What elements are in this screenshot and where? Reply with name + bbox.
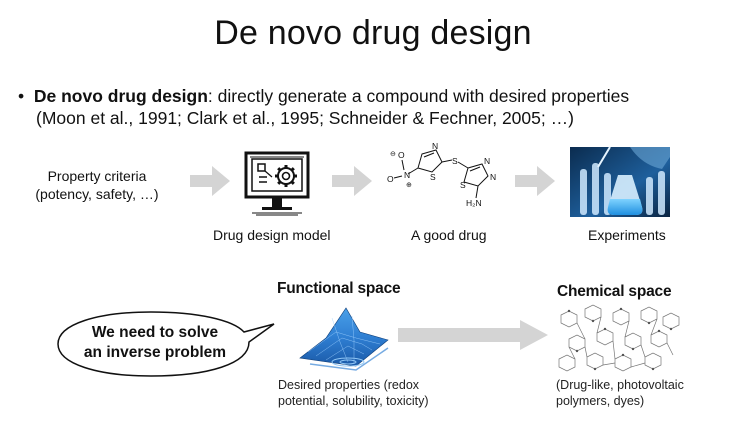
model-label: Drug design model xyxy=(213,227,331,243)
functional-note-line2: potential, solubility, toxicity) xyxy=(278,394,429,408)
bullet-line: • De novo drug design: directly generate… xyxy=(18,85,629,107)
arrow-right-icon xyxy=(398,320,548,350)
criteria-line1: Property criteria xyxy=(47,168,147,184)
atom-charge-plus: ⊕ xyxy=(406,182,412,189)
callout-text: We need to solve an inverse problem xyxy=(60,323,250,363)
computer-gear-icon xyxy=(244,151,310,216)
property-criteria: Property criteria (potency, safety, …) xyxy=(22,167,172,203)
bullet-definition: : directly generate a compound with desi… xyxy=(207,86,630,106)
chemical-space-title: Chemical space xyxy=(557,283,672,300)
atom-s-link: S xyxy=(452,156,458,166)
surface-plot-image xyxy=(299,307,389,371)
atom-n2: N xyxy=(484,156,490,166)
bullet-marker: • xyxy=(18,86,25,106)
atom-amine: H₂N xyxy=(466,198,482,208)
arrow-right-icon xyxy=(515,166,555,196)
atom-s2: S xyxy=(460,180,466,190)
molecule-icon: N S S N N S H₂N N O O ⊕ ⊖ xyxy=(387,141,496,208)
functional-space-note: Desired properties (redox potential, sol… xyxy=(278,377,429,409)
callout-line1: We need to solve xyxy=(91,324,219,341)
atom-o2: O xyxy=(387,174,394,184)
bullet-citations: (Moon et al., 1991; Clark et al., 1995; … xyxy=(36,108,574,128)
functional-space-title: Functional space xyxy=(277,280,401,297)
arrow-right-icon xyxy=(190,166,230,196)
lab-glassware-image xyxy=(570,146,670,217)
chemical-note-line2: polymers, dyes) xyxy=(556,394,645,408)
experiments-label: Experiments xyxy=(588,227,666,243)
atom-n1: N xyxy=(432,141,438,151)
drug-label: A good drug xyxy=(411,227,487,243)
speech-bubble xyxy=(57,311,275,377)
arrow-right-icon xyxy=(332,166,372,196)
criteria-line2: (potency, safety, …) xyxy=(35,186,159,202)
molecule-cloud-image xyxy=(558,304,680,372)
atom-o1: O xyxy=(398,150,405,160)
atom-charge-minus: ⊖ xyxy=(390,151,396,158)
bullet-term: De novo drug design xyxy=(33,86,208,106)
atom-n3: N xyxy=(490,172,496,182)
callout-line2: an inverse problem xyxy=(83,344,227,361)
functional-note-line1: Desired properties (redox xyxy=(278,378,420,392)
chemical-space-note: (Drug-like, photovoltaic polymers, dyes) xyxy=(556,377,684,409)
chemical-note-line1: (Drug-like, photovoltaic xyxy=(556,378,684,392)
slide-title: De novo drug design xyxy=(214,14,532,52)
atom-s1: S xyxy=(430,172,436,182)
atom-nitro-n: N xyxy=(404,170,410,180)
